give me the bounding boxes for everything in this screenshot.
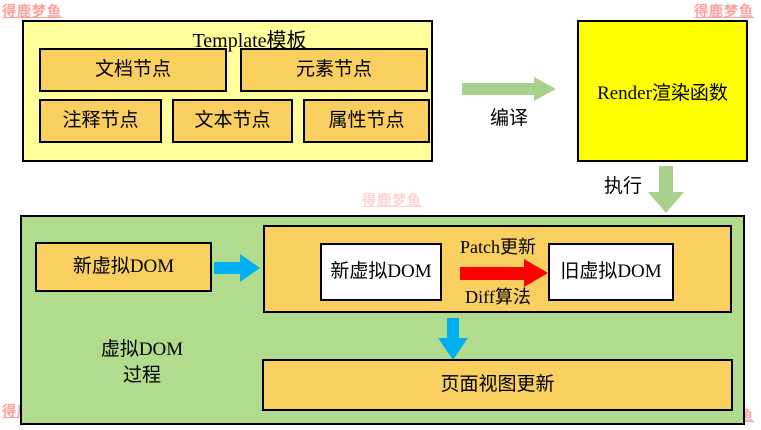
vdom-process-label: 虚拟DOM 过程 (62, 337, 222, 389)
node-box-element: 元素节点 (240, 48, 428, 92)
diff-new-vdom-box: 新虚拟DOM (320, 243, 442, 301)
vdom-process-panel: 新虚拟DOM 新虚拟DOM Patch更新 Diff算法 旧虚拟DOM 页面视图… (20, 215, 745, 425)
node-box-document: 文档节点 (39, 48, 227, 92)
vdom-process-label-line1: 虚拟DOM (100, 339, 184, 360)
render-function-box: Render渲染函数 (577, 20, 748, 162)
to-diff-arrow-icon (214, 254, 260, 282)
node-box-attribute: 属性节点 (303, 99, 430, 143)
template-panel: Template模板 文档节点 元素节点 注释节点 文本节点 属性节点 (22, 20, 433, 162)
page-update-box: 页面视图更新 (262, 359, 733, 411)
node-box-text: 文本节点 (172, 99, 293, 143)
compile-label: 编译 (489, 108, 528, 129)
watermark-top-left: 得鹿梦鱼 (2, 5, 62, 20)
patch-update-label: Patch更新 (460, 237, 536, 257)
node-box-comment: 注释节点 (39, 99, 162, 143)
compile-arrow-icon (462, 77, 556, 101)
watermark-center: 得鹿梦鱼 (362, 194, 422, 209)
diff-old-vdom-box: 旧虚拟DOM (548, 243, 674, 301)
diff-algorithm-label: Diff算法 (465, 287, 531, 307)
patch-diff-arrow-icon (460, 259, 548, 287)
vdom-process-label-line2: 过程 (122, 365, 161, 386)
diff-container: 新虚拟DOM Patch更新 Diff算法 旧虚拟DOM (263, 225, 732, 313)
execute-label: 执行 (603, 176, 642, 197)
template-panel-title: Template模板 (192, 30, 307, 52)
new-vdom-box: 新虚拟DOM (35, 242, 212, 292)
watermark-top-right: 得鹿梦鱼 (694, 5, 754, 20)
to-page-update-arrow-icon (438, 318, 468, 360)
execute-arrow-icon (648, 166, 684, 213)
